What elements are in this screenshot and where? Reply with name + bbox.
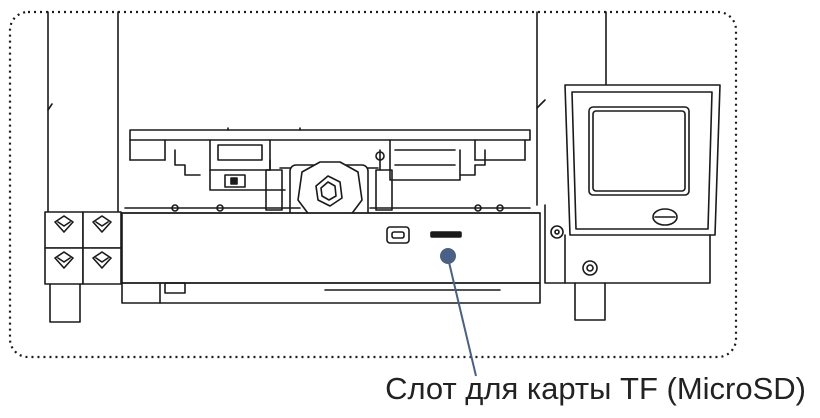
control-panel (544, 84, 721, 284)
hotend-assembly (265, 149, 393, 222)
left-tower (47, 11, 119, 213)
base-housing (121, 204, 541, 284)
usb-c-port (386, 226, 410, 244)
bed-supports (174, 139, 486, 191)
right-foot (574, 282, 606, 321)
left-foot (49, 283, 81, 323)
callout-leader-line (447, 257, 477, 377)
dotted-highlight-frame (8, 10, 738, 359)
tf-card-slot (430, 231, 462, 238)
right-tower (536, 11, 607, 206)
lower-rails (121, 282, 541, 304)
tf-slot-callout-label: Слот для карты TF (MicroSD) (385, 371, 806, 406)
brand-badge-group (44, 211, 122, 285)
print-bed (129, 127, 531, 161)
touchscreen-display (588, 106, 690, 196)
callout-marker-dot (440, 248, 456, 264)
nozzle-hex-icon (315, 175, 343, 207)
